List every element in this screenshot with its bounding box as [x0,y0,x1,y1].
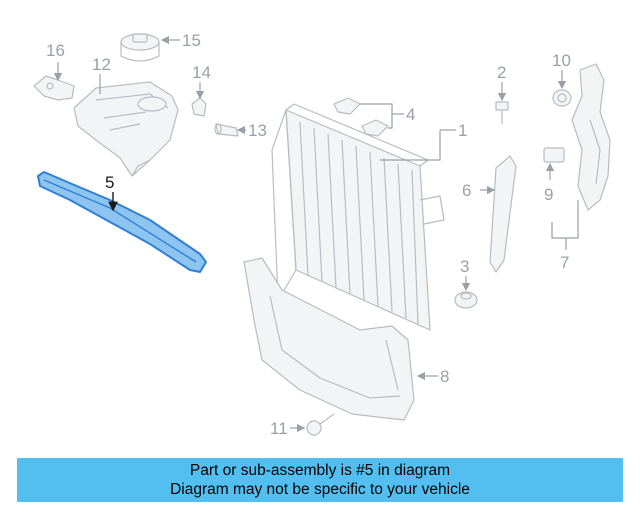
callout-2: 2 [497,63,506,82]
info-banner: Part or sub-assembly is #5 in diagram Di… [17,458,623,502]
callout-14: 14 [192,63,211,82]
callout-3: 3 [460,257,469,276]
part-16-bracket [33,75,75,101]
banner-line-2: Diagram may not be specific to your vehi… [170,481,470,498]
callout-8: 8 [440,367,449,386]
part-14-clip [191,97,207,117]
part-13-fitting [214,123,239,137]
callout-13: 13 [248,121,267,140]
banner-line-1: Part or sub-assembly is #5 in diagram [189,462,451,479]
callout-15: 15 [182,31,201,50]
callout-1: 1 [458,121,467,140]
part-6-side-bracket [489,155,517,273]
part-11-screw [306,413,335,436]
callout-10: 10 [552,51,571,70]
callout-9: 9 [544,185,553,204]
leader-7 [551,200,579,239]
leader-1 [380,130,441,161]
callout-11: 11 [270,419,288,438]
callout-12: 12 [92,55,111,74]
callout-6: 6 [462,181,471,200]
part-12-expansion-tank [73,81,179,177]
part-2-bolt [495,101,509,124]
leader-4 [360,103,393,129]
callout-5: 5 [105,173,114,192]
part-1-radiator [271,103,445,331]
part-5-seal-strip [37,171,207,273]
part-15-cap [120,33,160,62]
callout-7: 7 [560,253,569,272]
part-3-bushing [454,291,478,309]
callout-16: 16 [46,41,65,60]
parts-diagram: 15 12 16 14 13 5 1 4 2 10 6 3 9 7 8 11 [33,31,611,438]
part-air-deflector [571,63,611,211]
part-10-grommet [552,89,572,107]
part-8-lower-frame [243,257,415,421]
part-4-mounts [333,97,389,137]
callout-4: 4 [406,105,415,124]
part-9-clip [543,147,565,163]
